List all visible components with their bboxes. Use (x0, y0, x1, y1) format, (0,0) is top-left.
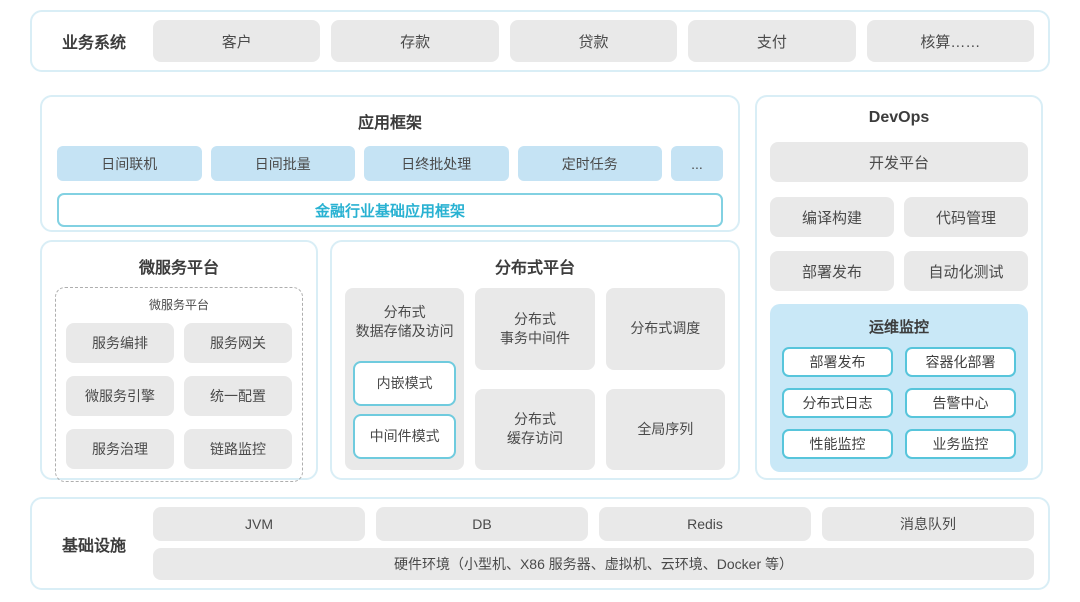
node-deploy-release: 部署发布 (770, 251, 894, 291)
node-alert-center: 告警中心 (905, 388, 1016, 418)
node-daytime-online: 日间联机 (57, 146, 202, 181)
infrastructure-label: 基础设施 (61, 537, 126, 555)
business-systems-section: 业务系统 客户 存款 贷款 支付 核算…… (30, 10, 1050, 72)
node-hardware-environment: 硬件环境（小型机、X86 服务器、虚拟机、云环境、Docker 等） (153, 548, 1034, 580)
node-global-sequence: 全局序列 (605, 388, 725, 470)
node-jvm: JVM (153, 507, 365, 541)
node-deposit: 存款 (331, 20, 499, 62)
distributed-platform-title: 分布式平台 (494, 260, 575, 277)
node-more-ellipsis: ... (671, 146, 723, 181)
node-distributed-scheduler: 分布式调度 (605, 288, 725, 370)
node-loan: 贷款 (509, 20, 678, 62)
node-distributed-cache: 分布式 缓存访问 (475, 388, 595, 470)
app-framework-row: 日间联机 日间批量 日终批处理 定时任务 ... (42, 146, 738, 181)
node-container-deployment: 容器化部署 (905, 347, 1016, 377)
microservice-platform-section: 微服务平台 微服务平台 服务编排 服务网关 微服务引擎 统一配置 服务治理 链路… (40, 240, 318, 482)
devops-title: DevOps (868, 109, 930, 126)
node-scheduled-task: 定时任务 (517, 146, 662, 181)
node-code-management: 代码管理 (904, 197, 1028, 237)
distributed-body: 分布式 数据存储及访问 内嵌模式 中间件模式 分布式 事务中间件 分布式 缓存访… (332, 288, 738, 470)
node-customer: 客户 (153, 20, 321, 62)
distributed-storage-title: 分布式 数据存储及访问 (355, 304, 454, 339)
node-eod-batch: 日终批处理 (364, 146, 509, 181)
ops-monitoring-title: 运维监控 (868, 319, 929, 336)
distributed-right-column: 分布式调度 全局序列 (605, 288, 725, 470)
microservice-inner-box: 微服务平台 服务编排 服务网关 微服务引擎 统一配置 服务治理 链路监控 (55, 287, 303, 482)
microservice-platform-title: 微服务平台 (138, 260, 219, 277)
infrastructure-section: 基础设施 JVM DB Redis 消息队列 硬件环境（小型机、X86 服务器、… (30, 497, 1050, 590)
node-dev-platform: 开发平台 (770, 142, 1028, 182)
distributed-middle-column: 分布式 事务中间件 分布式 缓存访问 (475, 288, 595, 470)
node-automated-testing: 自动化测试 (904, 251, 1028, 291)
node-redis: Redis (599, 507, 811, 541)
node-payment: 支付 (688, 20, 856, 62)
node-embedded-mode: 内嵌模式 (353, 360, 457, 406)
node-service-governance: 服务治理 (66, 429, 174, 469)
node-unified-config: 统一配置 (184, 376, 292, 416)
node-service-orchestration: 服务编排 (66, 323, 174, 363)
ops-monitoring-grid: 部署发布 容器化部署 分布式日志 告警中心 性能监控 业务监控 (782, 347, 1016, 459)
node-business-monitoring: 业务监控 (905, 429, 1016, 459)
node-trace-monitoring: 链路监控 (184, 429, 292, 469)
devops-section: DevOps 开发平台 编译构建 代码管理 部署发布 自动化测试 运维监控 部署… (755, 95, 1043, 480)
node-distributed-transaction: 分布式 事务中间件 (475, 288, 595, 370)
node-message-queue: 消息队列 (822, 507, 1034, 541)
devops-grid: 编译构建 代码管理 部署发布 自动化测试 (770, 197, 1028, 291)
app-framework-title: 应用框架 (357, 115, 422, 132)
node-performance-monitoring: 性能监控 (782, 429, 893, 459)
node-distributed-storage: 分布式 数据存储及访问 内嵌模式 中间件模式 (345, 288, 465, 470)
node-finance-base-framework: 金融行业基础应用框架 (57, 193, 723, 227)
node-distributed-logging: 分布式日志 (782, 388, 893, 418)
node-daytime-batch: 日间批量 (210, 146, 355, 181)
ops-monitoring-panel: 运维监控 部署发布 容器化部署 分布式日志 告警中心 性能监控 业务监控 (770, 304, 1028, 472)
app-framework-section: 应用框架 日间联机 日间批量 日终批处理 定时任务 ... 金融行业基础应用框架 (40, 95, 740, 232)
infrastructure-right: JVM DB Redis 消息队列 硬件环境（小型机、X86 服务器、虚拟机、云… (153, 507, 1034, 580)
node-middleware-mode: 中间件模式 (353, 413, 457, 459)
business-systems-label: 业务系统 (61, 35, 126, 52)
distributed-storage-column: 分布式 数据存储及访问 内嵌模式 中间件模式 (345, 288, 465, 470)
microservice-grid: 服务编排 服务网关 微服务引擎 统一配置 服务治理 链路监控 (66, 323, 292, 469)
node-compile-build: 编译构建 (770, 197, 894, 237)
node-monitor-deploy-release: 部署发布 (782, 347, 893, 377)
node-service-gateway: 服务网关 (184, 323, 292, 363)
distributed-platform-section: 分布式平台 分布式 数据存储及访问 内嵌模式 中间件模式 分布式 事务中间件 分… (330, 240, 740, 480)
node-microservice-engine: 微服务引擎 (66, 376, 174, 416)
node-db: DB (376, 507, 588, 541)
node-accounting: 核算…… (866, 20, 1035, 62)
infrastructure-row: JVM DB Redis 消息队列 (153, 507, 1034, 541)
microservice-inner-title: 微服务平台 (148, 298, 209, 312)
